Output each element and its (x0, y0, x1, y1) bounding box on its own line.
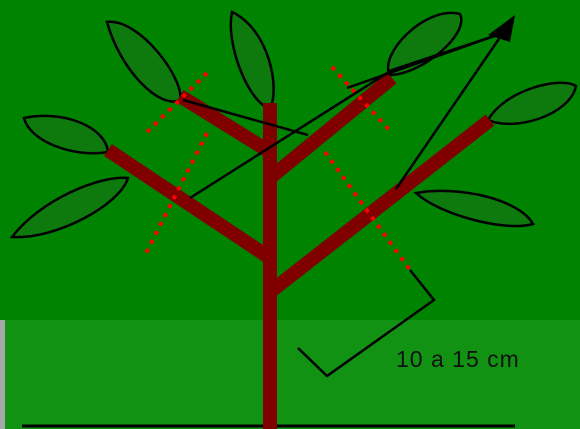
background-lower (0, 320, 580, 429)
measurement-label: 10 a 15 cm (396, 346, 520, 373)
left-edge-strip (0, 320, 5, 429)
